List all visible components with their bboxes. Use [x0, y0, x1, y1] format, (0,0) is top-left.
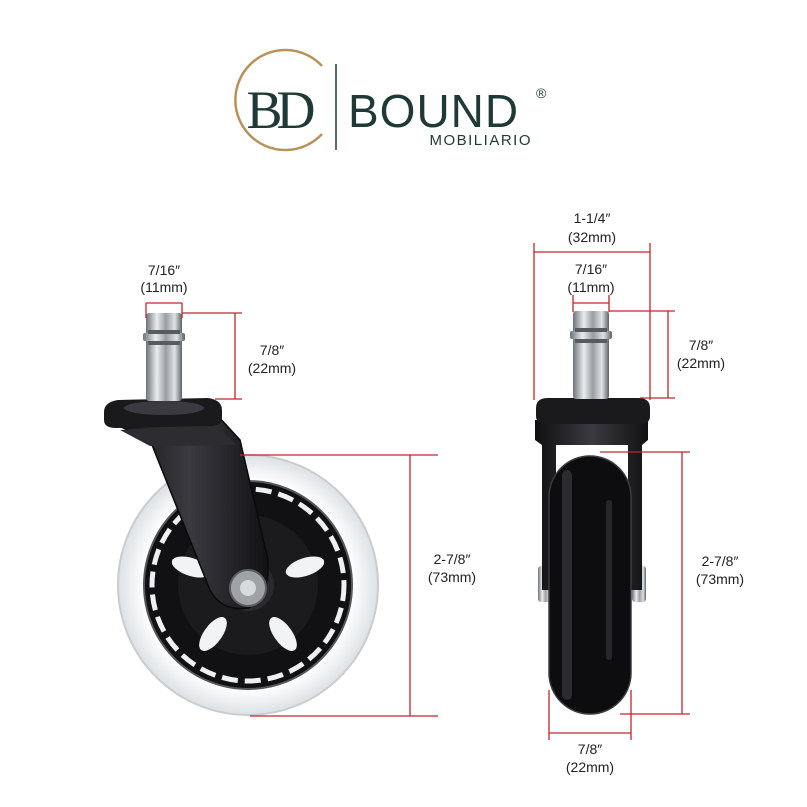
logo-monogram: BD [246, 80, 313, 140]
dimension-lines [145, 243, 690, 740]
front-stem [570, 311, 612, 399]
side-stem-width-label: 7/16″ (11mm) [140, 262, 187, 295]
svg-text:1-1/4″: 1-1/4″ [574, 210, 611, 226]
front-overall-width-label: 1-1/4″ (32mm) [568, 210, 616, 245]
side-fork [109, 415, 269, 610]
svg-text:(11mm): (11mm) [140, 279, 187, 295]
brand-name: BOUND [348, 85, 519, 137]
brand-logo: BD BOUND ® MOBILIARIO [234, 48, 547, 152]
side-stem [143, 313, 185, 401]
front-stem-width-label: 7/16″ (11mm) [567, 261, 614, 295]
svg-text:2-7/8″: 2-7/8″ [702, 553, 739, 569]
svg-text:(73mm): (73mm) [428, 569, 476, 585]
svg-text:7/16″: 7/16″ [148, 262, 180, 278]
logo-ring [234, 48, 323, 152]
svg-text:7/8″: 7/8″ [689, 337, 713, 353]
svg-text:(22mm): (22mm) [248, 360, 296, 376]
svg-text:7/8″: 7/8″ [578, 741, 602, 757]
front-wheel-diameter-label: 2-7/8″ (73mm) [696, 553, 744, 587]
registered-mark: ® [536, 85, 547, 101]
brand-tagline: MOBILIARIO [429, 132, 532, 149]
svg-text:(11mm): (11mm) [567, 279, 614, 295]
side-view-caster [104, 313, 379, 716]
svg-text:(22mm): (22mm) [566, 759, 614, 775]
front-wheel [548, 455, 632, 715]
svg-text:7/8″: 7/8″ [260, 342, 284, 358]
side-wheel-diameter-label: 2-7/8″ (73mm) [428, 551, 476, 585]
svg-text:2-7/8″: 2-7/8″ [434, 551, 471, 567]
front-swivel-plate [536, 398, 650, 424]
front-stem-height-label: 7/8″ (22mm) [677, 337, 725, 371]
front-wheel-width-label: 7/8″ (22mm) [566, 741, 614, 775]
side-stem-height-label: 7/8″ (22mm) [248, 342, 296, 376]
svg-text:(32mm): (32mm) [568, 229, 616, 245]
svg-text:(22mm): (22mm) [677, 355, 725, 371]
svg-text:(73mm): (73mm) [696, 571, 744, 587]
front-view-caster [535, 311, 650, 715]
svg-text:7/16″: 7/16″ [575, 261, 607, 277]
front-fork [535, 420, 648, 590]
